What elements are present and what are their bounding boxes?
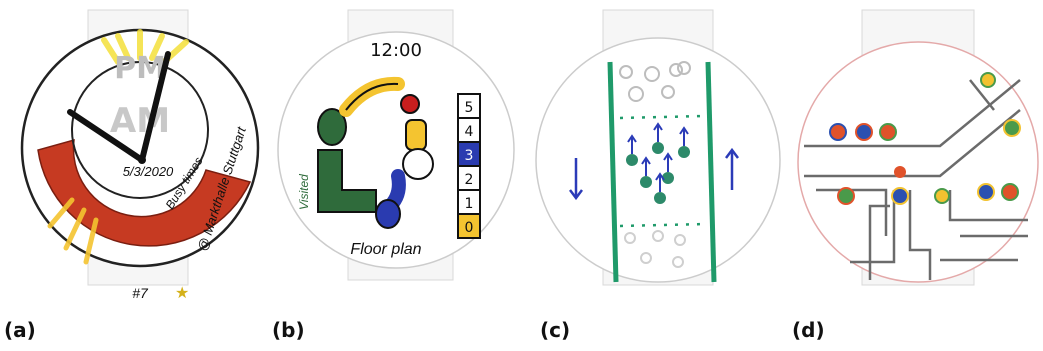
- hour-hand: [139, 51, 171, 163]
- star-icon: ★: [175, 283, 189, 300]
- floor-selector[interactable]: 5 4 3 2 1 0: [457, 93, 481, 239]
- caption-c: (c): [540, 318, 571, 342]
- moving-people: [626, 142, 690, 204]
- group-dots: [829, 72, 1021, 205]
- floor-4-label: 4: [465, 124, 474, 140]
- panel-a: PM AM 5/3/2020 Busy times @ Markthalle S…: [0, 0, 265, 342]
- faint-people-bottom: [624, 230, 686, 268]
- lane-right: [705, 61, 717, 283]
- floor-plan-map: [317, 76, 434, 229]
- watch-face: [797, 41, 1039, 283]
- panel-c: (c): [528, 0, 783, 342]
- footer-label: #7: [132, 285, 149, 300]
- panel-b: 12:00 Visited Floor plan: [268, 0, 523, 342]
- floor-5-label: 5: [465, 100, 474, 116]
- caption-b: (b): [272, 318, 305, 342]
- lane-left: [607, 61, 619, 283]
- street-map-sketch: [797, 9, 1039, 286]
- busy-rays: [47, 197, 99, 265]
- floor-1-label: 1: [465, 196, 474, 212]
- movement-arrows: [627, 122, 689, 192]
- faint-people-top: [619, 61, 691, 102]
- floor-3-label: 3: [465, 148, 474, 164]
- panel-d: (d): [790, 0, 1043, 342]
- inner-ring: [71, 61, 209, 199]
- watch-face: [535, 37, 781, 283]
- pm-label: PM: [114, 51, 166, 86]
- visited-label: Visited: [297, 174, 311, 210]
- caption-d: (d): [792, 318, 825, 342]
- hand-pivot: [138, 156, 146, 164]
- am-label: AM: [110, 101, 170, 141]
- floor-2-label: 2: [465, 172, 474, 188]
- aisle-crowd-sketch: [535, 9, 781, 286]
- floor-0-cell[interactable]: [457, 213, 481, 239]
- floor-plan-label: Floor plan: [350, 241, 421, 258]
- floor-0-label: 0: [465, 220, 474, 236]
- time-label: 12:00: [370, 40, 422, 61]
- clock-busy-times-sketch: PM AM 5/3/2020 Busy times @ Markthalle S…: [20, 9, 260, 302]
- minute-hand: [67, 109, 145, 163]
- pm-highlight: [101, 29, 189, 65]
- side-arrows: [569, 147, 739, 201]
- floor-plan-sketch: 12:00 Visited Floor plan: [277, 9, 515, 281]
- date-label: 5/3/2020: [123, 164, 174, 179]
- caption-a: (a): [4, 318, 36, 342]
